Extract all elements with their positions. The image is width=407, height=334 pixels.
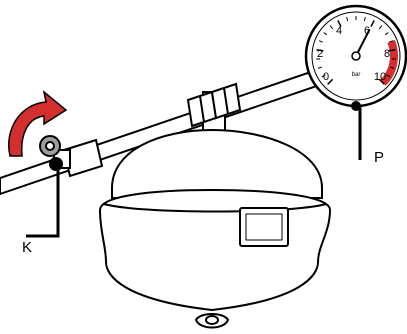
gauge-tick-label-8: 8 xyxy=(384,48,390,60)
gauge-tick-label-4: 4 xyxy=(336,25,342,37)
rotation-arrow-icon xyxy=(8,90,68,157)
gauge-tick xyxy=(389,40,394,43)
gauge-tick xyxy=(317,66,322,69)
gauge-tick-label-10: 10 xyxy=(374,71,386,83)
gauge-tick xyxy=(337,20,342,27)
gauge-tick xyxy=(318,40,323,43)
tee-fitting xyxy=(186,82,242,128)
gauge-tick xyxy=(346,16,349,22)
gauge-tick xyxy=(329,25,334,29)
gauge-needle-hub xyxy=(351,51,361,61)
gauge-scale xyxy=(316,16,396,85)
gauge-tick xyxy=(363,16,366,22)
gauge-tick xyxy=(388,49,396,52)
label-k: K xyxy=(22,239,32,256)
gauge-tick xyxy=(316,49,324,52)
expansion-vessel xyxy=(98,128,332,329)
vessel-label-plate xyxy=(239,207,289,247)
gauge-needle xyxy=(355,28,371,57)
gauge-tick xyxy=(378,78,385,85)
gauge-danger-zone xyxy=(379,39,398,86)
gauge-unit: bar xyxy=(352,72,361,78)
gauge-tick-label-6: 6 xyxy=(364,25,370,37)
gauge-tick-label-2: 2 xyxy=(317,48,323,60)
gauge-tick xyxy=(370,20,375,27)
gauge-tick xyxy=(327,78,334,85)
gauge-tick xyxy=(386,74,391,78)
pressure-gauge: 0 2 4 6 8 10 bar xyxy=(304,4,407,111)
gauge-tick-label-0: 0 xyxy=(323,71,329,83)
gauge-tick xyxy=(378,25,383,29)
callout-lines xyxy=(26,106,362,238)
callout-line-k xyxy=(26,168,60,238)
gauge-tick xyxy=(323,32,328,36)
gauge-tick xyxy=(390,66,395,69)
valve-marker-dot xyxy=(49,157,63,171)
gauge-tick xyxy=(384,32,389,36)
gauge-tick xyxy=(321,74,326,78)
label-p: P xyxy=(374,149,384,166)
shutoff-valve xyxy=(39,135,104,178)
